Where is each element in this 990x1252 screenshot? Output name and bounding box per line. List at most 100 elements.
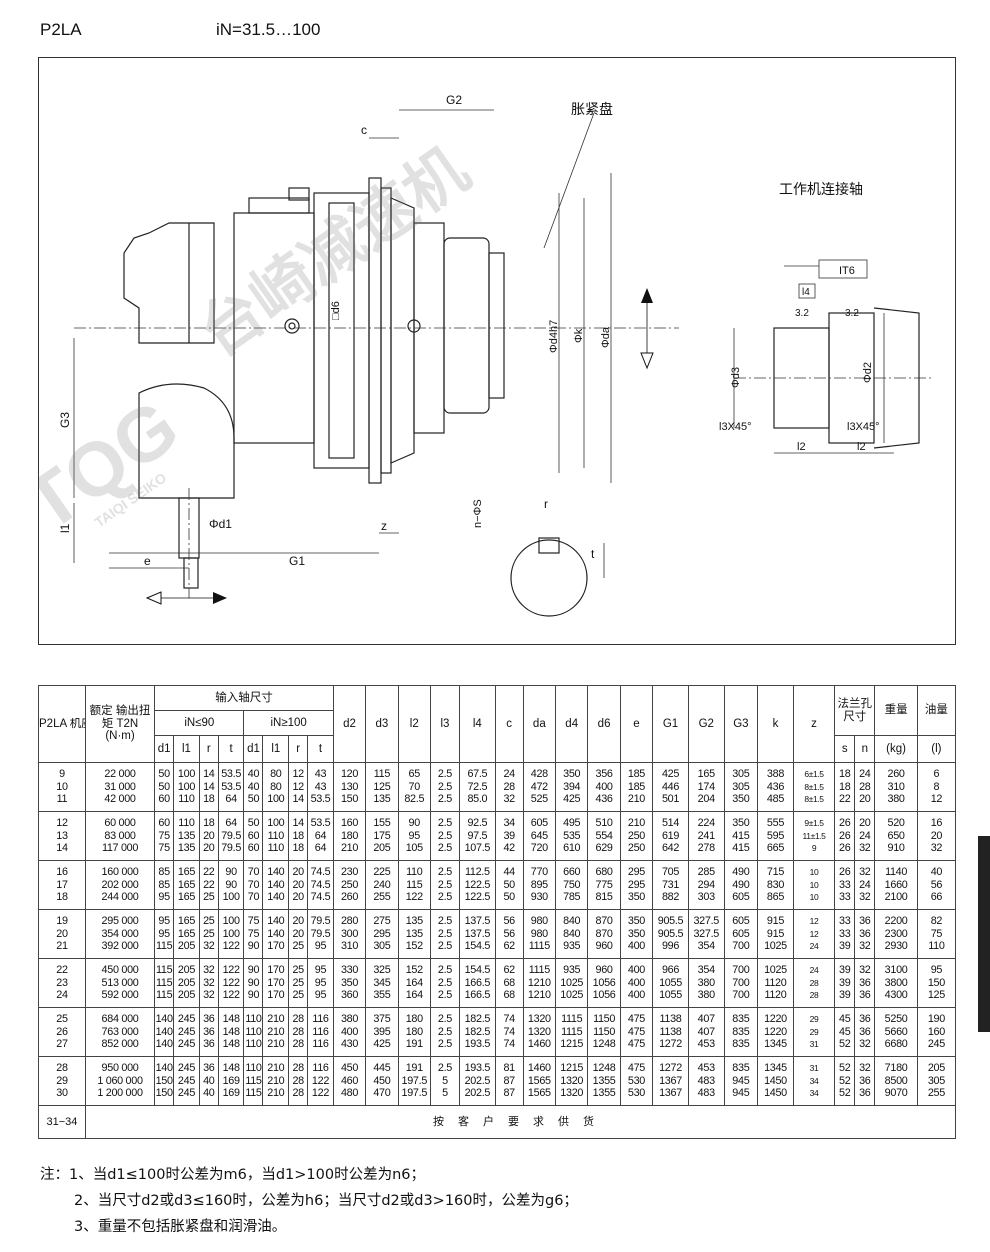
cell-value: 28 <box>859 780 871 793</box>
label-d2: Φd2 <box>862 362 874 383</box>
col-flange-n: n <box>854 735 876 763</box>
cell-value: 2.5 <box>437 817 453 830</box>
cell-value: 53.5 <box>310 817 331 830</box>
col-sub-l1: l1 <box>173 735 200 763</box>
cell-value: 966 <box>661 964 680 977</box>
cell-value: 107.5 <box>464 842 491 855</box>
cell-value: 70 <box>408 780 421 793</box>
cell-value: 605 <box>732 927 750 940</box>
cell-value: 25 <box>292 964 304 977</box>
cell-value: 25 <box>203 891 215 904</box>
cell-value: 79.5 <box>221 842 242 855</box>
cell-value: 197.5 <box>401 1087 428 1100</box>
cell-value: 33 <box>838 927 851 940</box>
cell-value: 115 <box>155 964 173 977</box>
label-l4: l4 <box>802 287 810 298</box>
cell-value: 9070 <box>884 1087 908 1100</box>
cell-value: 32 <box>859 842 871 855</box>
cell-value: 27 <box>56 1038 68 1051</box>
cell-value: 155 <box>373 817 391 830</box>
cell-value: 295 <box>373 927 391 940</box>
cell-value: 2.5 <box>437 915 453 928</box>
cell-value: 530 <box>627 1087 646 1100</box>
cell-value: 85.0 <box>467 793 488 806</box>
cell-value: 245 <box>177 1013 196 1026</box>
cell-value: 2.5 <box>437 1013 453 1026</box>
cell-value: 24 <box>503 768 515 781</box>
cell-value: 26 <box>838 817 851 830</box>
cell-value: 915 <box>766 915 785 928</box>
label-l2-left: l2 <box>797 441 806 453</box>
cell-value: 8500 <box>884 1074 908 1087</box>
cell-value: 1056 <box>592 989 616 1002</box>
cell-value: 210 <box>267 1074 285 1087</box>
cell-value: 140 <box>267 927 285 940</box>
cell-value: 174 <box>697 780 715 793</box>
cell-value: 85 <box>158 878 170 891</box>
cell-value: 915 <box>766 927 785 940</box>
cell-value: 2.5 <box>437 793 453 806</box>
cell-value: 840 <box>563 927 581 940</box>
cell-value: 2.5 <box>437 866 453 879</box>
cell-value: 122 <box>405 891 423 904</box>
cell-value: 20 <box>859 793 871 806</box>
cell-value: 24 <box>859 878 871 891</box>
cell-value: 225 <box>373 866 391 879</box>
cell-value: 20 <box>56 927 68 940</box>
cell-value: 9 <box>59 768 65 781</box>
col-input-shaft: 输入轴尺寸 <box>154 685 334 711</box>
cell-value: 2100 <box>884 891 908 904</box>
cell-value: 354 000 <box>101 927 139 940</box>
cell-value: 165 <box>177 891 196 904</box>
cell-value: 42 000 <box>104 793 136 806</box>
label-d4h7: Φd4h7 <box>548 320 560 353</box>
cell-value: 205 <box>177 940 196 953</box>
cell-value: 12 <box>930 793 943 806</box>
cell-value: 140 <box>267 878 285 891</box>
model-title: P2LA <box>40 20 82 39</box>
cell-value: 9±1.5 <box>804 818 824 829</box>
cell-value: 2.5 <box>437 927 453 940</box>
cell-value: 245 <box>177 1038 196 1051</box>
note-3: 3、重量不包括胀紧盘和润滑油。 <box>74 1219 287 1235</box>
cell-value: 90 <box>247 940 260 953</box>
cell-value: 150 <box>155 1074 173 1087</box>
label-expansion-disc: 胀紧盘 <box>571 101 613 117</box>
cell-value: 32 <box>203 964 215 977</box>
cell-value: 25 <box>292 976 304 989</box>
cell-value: 36 <box>203 1013 215 1026</box>
cell-value: 835 <box>732 1025 750 1038</box>
cell-value: 32 <box>859 940 871 953</box>
cell-value: 980 <box>530 927 548 940</box>
cell-value: 483 <box>697 1074 715 1087</box>
cell-value: 56 <box>503 915 515 928</box>
label-t: t <box>591 547 595 561</box>
cell-value: 24 <box>859 829 871 842</box>
cell-value: 75 <box>158 829 170 842</box>
cell-value: 380 <box>697 976 715 989</box>
